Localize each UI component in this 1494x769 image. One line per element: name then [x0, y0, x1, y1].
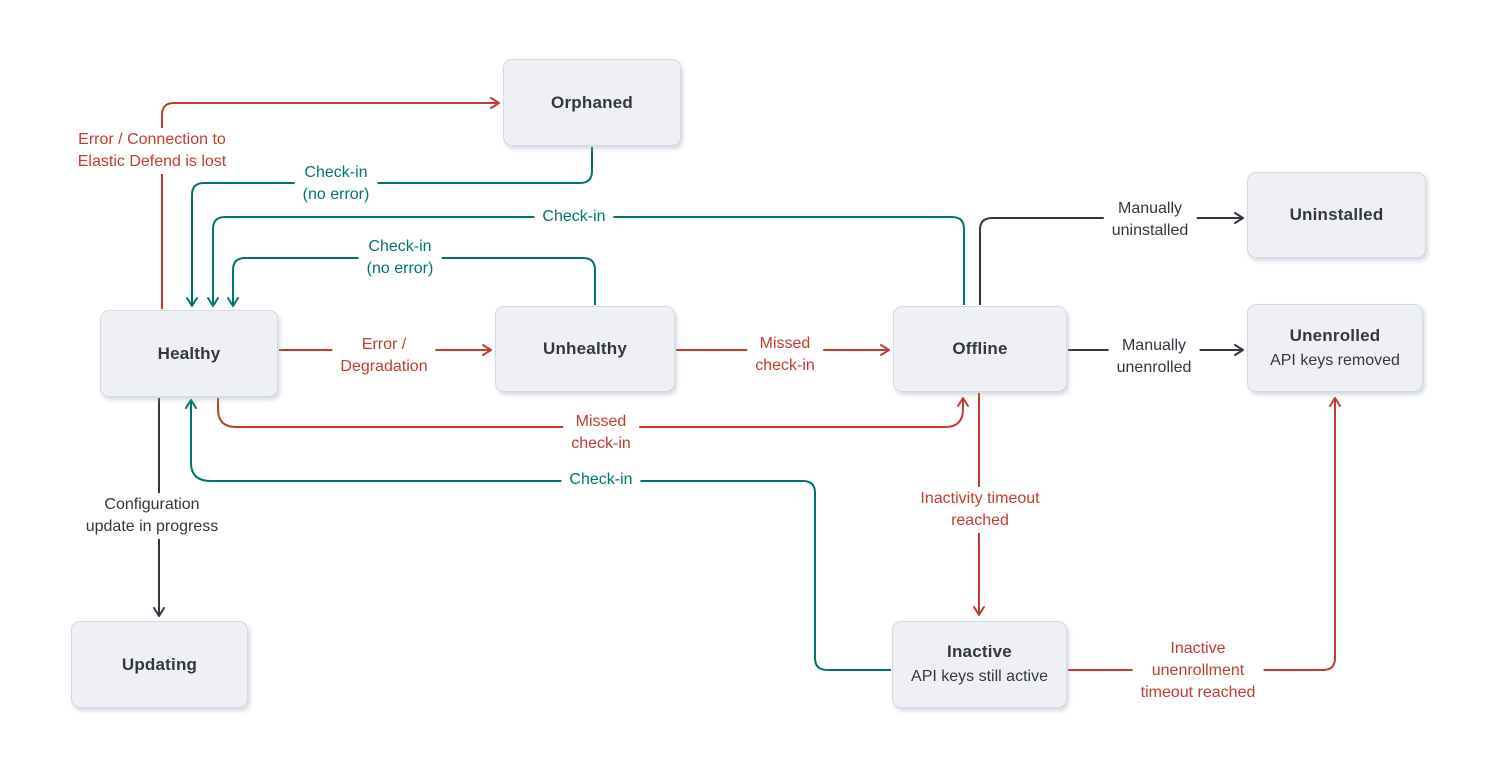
edge-label-healthy-unhealthy: Error / Degradation	[332, 333, 436, 379]
state-node-updating: Updating	[71, 621, 248, 708]
edge-inactive-unenrolled	[1068, 397, 1341, 671]
edge-label-inactive-healthy: Check-in	[561, 468, 641, 492]
edge-label-line: Missed	[759, 335, 811, 352]
edge-healthy-orphaned	[161, 97, 500, 309]
state-node-title: Unenrolled	[1289, 325, 1381, 345]
state-node-title: Offline	[952, 339, 1008, 358]
state-node-orphaned: Orphaned	[503, 59, 681, 146]
state-node-title: Inactive	[947, 642, 1012, 661]
edge-label-unhealthy-healthy: Check-in (no error)	[358, 235, 442, 281]
edge-label-line: (no error)	[366, 260, 434, 277]
state-node-title: Updating	[121, 654, 198, 674]
edge-label-healthy-orphaned: Error / Connection to Elastic Defend is l…	[69, 128, 235, 174]
edge-label-line: check-in	[755, 357, 815, 374]
edge-label-offline-unenrolled: Manually unenrolled	[1108, 334, 1200, 380]
edge-label-line: Manually	[1121, 337, 1187, 354]
edge-label-line: Check-in	[569, 471, 633, 488]
edge-label-line: check-in	[571, 435, 631, 452]
edge-label-line: Check-in	[542, 208, 606, 225]
state-node-title: Healthy	[157, 343, 221, 363]
edge-orphaned-healthy	[186, 147, 593, 307]
edge-offline-uninstalled	[979, 212, 1244, 305]
edge-label-offline-healthy: Check-in	[534, 205, 614, 229]
edge-label-line: Check-in	[368, 238, 432, 255]
edge-label-line: (no error)	[302, 186, 370, 203]
edge-label-line: Manually	[1117, 200, 1183, 217]
state-node-subtitle: API keys still active	[911, 668, 1048, 685]
state-node-offline: Offline	[893, 306, 1067, 392]
edge-label-unhealthy-offline: Missed check-in	[747, 332, 823, 378]
state-node-unhealthy: Unhealthy	[495, 306, 675, 392]
edge-label-line: Missed	[575, 413, 627, 430]
edge-label-line: Check-in	[304, 164, 368, 181]
edge-label-healthy-offline: Missed check-in	[563, 410, 639, 456]
edge-label-line: update in progress	[85, 518, 219, 535]
edge-label-line: Inactive	[1170, 640, 1226, 657]
edge-label-offline-uninstalled: Manually uninstalled	[1103, 197, 1197, 243]
edge-label-healthy-updating: Configuration update in progress	[77, 493, 227, 539]
edge-label-line: Configuration	[104, 496, 200, 513]
edge-inactive-healthy	[185, 399, 891, 671]
state-node-title: Orphaned	[551, 92, 633, 112]
state-node-title: Unhealthy	[543, 339, 627, 358]
edge-label-line: Degradation	[340, 358, 428, 375]
edge-label-orphaned-healthy: Check-in (no error)	[294, 161, 378, 207]
edge-label-line: Error / Connection to	[78, 131, 226, 148]
edge-label-line: reached	[951, 512, 1009, 529]
edge-label-line: uninstalled	[1111, 222, 1189, 239]
edge-label-line: Inactivity timeout	[920, 490, 1040, 507]
state-node-uninstalled: Uninstalled	[1247, 172, 1426, 258]
edge-label-line: unenrollment	[1151, 662, 1245, 679]
state-node-title: Uninstalled	[1289, 205, 1384, 224]
edge-label-offline-inactive: Inactivity timeout reached	[912, 487, 1048, 533]
state-node-healthy: Healthy	[100, 310, 278, 397]
edge-label-inactive-unenrolled: Inactive unenrollment timeout reached	[1132, 637, 1264, 705]
edge-label-line: unenrolled	[1116, 359, 1192, 376]
state-node-subtitle: API keys removed	[1270, 351, 1400, 369]
edge-label-line: Error /	[361, 336, 407, 353]
edge-label-line: Elastic Defend is lost	[77, 153, 227, 170]
edge-label-line: timeout reached	[1140, 684, 1256, 701]
